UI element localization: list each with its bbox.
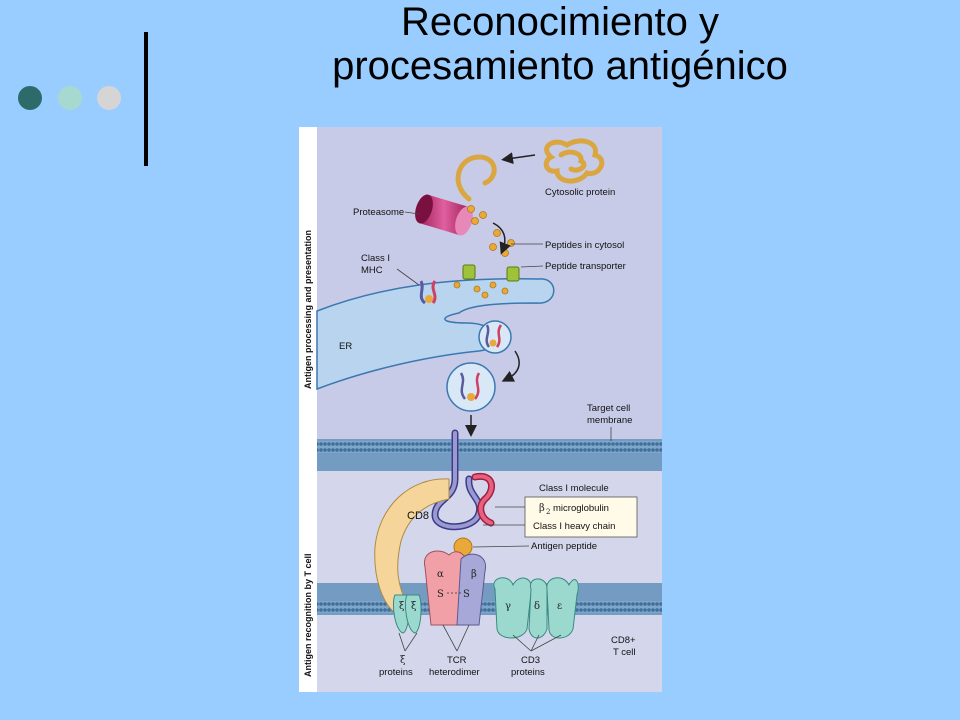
peptide-transporter-icon — [462, 264, 520, 282]
label-b2-microglobulin: microglobulin — [553, 503, 609, 514]
t-cell-membrane — [317, 583, 662, 615]
label-target-membrane-2: membrane — [587, 415, 632, 426]
greek-epsilon: ε — [557, 601, 562, 612]
s-right: S — [463, 589, 470, 600]
title-divider — [144, 32, 148, 166]
greek-beta: β — [471, 569, 477, 580]
label-cd8-tcell-2: T cell — [613, 647, 636, 658]
label-tcr-2: heterodimer — [429, 667, 480, 678]
label-tcr-1: TCR — [447, 655, 467, 666]
label-cd3-1: CD3 — [521, 655, 540, 666]
greek-gamma: γ — [505, 601, 511, 612]
label-target-membrane-1: Target cell — [587, 403, 630, 414]
er-membrane — [316, 278, 555, 391]
label-cd8-tcell-1: CD8+ — [611, 635, 636, 646]
transport-vesicle-2 — [446, 362, 496, 412]
tcr-beta-chain — [456, 553, 487, 626]
proteasome-icon — [415, 194, 473, 236]
title-line-2: procesamiento antigénico — [332, 44, 788, 88]
label-class1-mhc-2: MHC — [361, 265, 383, 276]
side-label-processing: Antigen processing and presentation — [303, 230, 313, 389]
greek-delta: δ — [534, 601, 540, 612]
beta2-symbol: β — [539, 503, 545, 514]
label-class1-heavy-chain: Class I heavy chain — [533, 521, 615, 532]
bullet-dot-3 — [97, 86, 121, 110]
label-antigen-peptide: Antigen peptide — [531, 541, 597, 552]
mhc-er-icon — [419, 280, 437, 305]
label-peptide-transporter: Peptide transporter — [545, 261, 626, 272]
label-cytosolic-protein: Cytosolic protein — [545, 187, 615, 198]
label-cd8: CD8 — [407, 510, 429, 522]
greek-xi-1: ξ — [399, 601, 405, 612]
antigen-presentation-figure: Antigen processing and presentation Anti… — [299, 127, 662, 692]
label-er: ER — [339, 341, 352, 352]
bullet-dot-2 — [58, 86, 82, 110]
cytosolic-protein-icon — [543, 138, 605, 184]
slide-title: Reconocimiento y procesamiento antigénic… — [160, 0, 960, 88]
label-class1-mhc-1: Class I — [361, 253, 390, 264]
label-xi: ξ — [400, 655, 406, 666]
side-label-recognition: Antigen recognition by T cell — [303, 553, 313, 677]
label-cd3-2: proteins — [511, 667, 545, 678]
label-proteasome: Proteasome — [353, 207, 404, 218]
label-peptides-in-cytosol: Peptides in cytosol — [545, 240, 624, 251]
cd3-proteins-icon — [493, 577, 579, 639]
greek-alpha: α — [437, 569, 444, 580]
label-xi-proteins: proteins — [379, 667, 413, 678]
s-left: S — [437, 589, 444, 600]
unfolded-chain-icon — [455, 154, 497, 202]
transport-vesicle-1 — [478, 320, 512, 354]
target-cell-membrane — [317, 439, 662, 471]
beta2-subscript: 2 — [546, 508, 550, 516]
label-class1-molecule: Class I molecule — [539, 483, 609, 494]
greek-xi-2: ξ — [411, 601, 417, 612]
title-line-1: Reconocimiento y — [401, 0, 719, 44]
bullet-dot-1 — [18, 86, 42, 110]
xi-proteins-icon — [392, 594, 422, 634]
